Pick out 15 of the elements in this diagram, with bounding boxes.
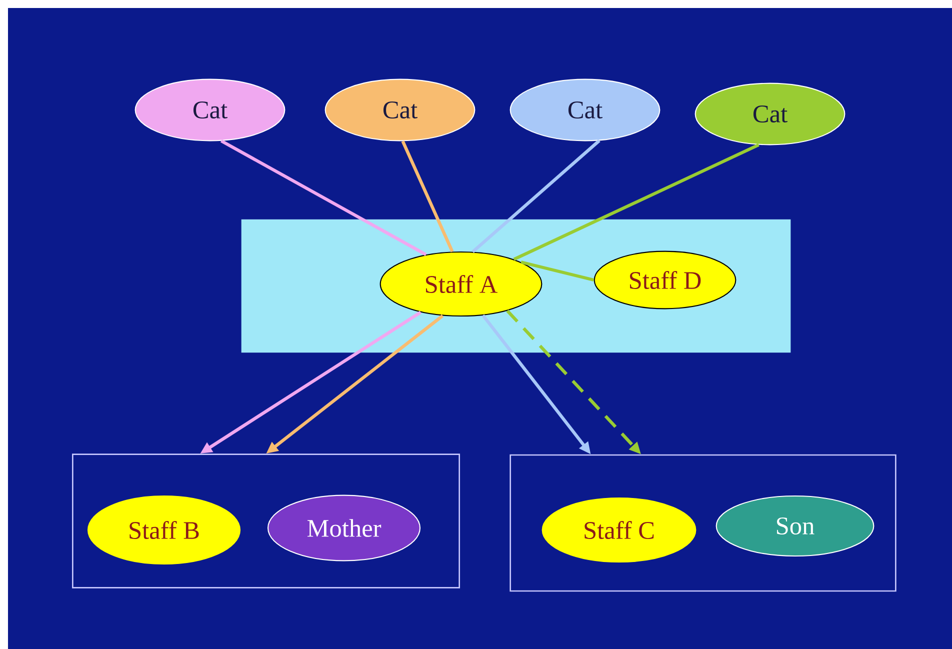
ellipse-node: Staff C xyxy=(542,497,696,563)
ellipse-node: Son xyxy=(716,495,874,557)
connector-line xyxy=(401,140,454,252)
ellipse-node: Staff D xyxy=(594,250,736,310)
ellipse-node: Cat xyxy=(694,82,846,146)
connector-line xyxy=(220,139,427,256)
ellipse-node: Cat xyxy=(134,78,286,142)
connector-line xyxy=(520,260,594,282)
connector-line xyxy=(472,139,600,254)
ellipse-node: Cat xyxy=(510,78,660,142)
ellipse-node: Mother xyxy=(267,494,421,562)
connector-line xyxy=(513,143,760,261)
ellipse-node: Staff B xyxy=(87,495,241,565)
ellipse-node: Staff A xyxy=(380,251,542,317)
ellipse-node: Cat xyxy=(324,78,476,142)
